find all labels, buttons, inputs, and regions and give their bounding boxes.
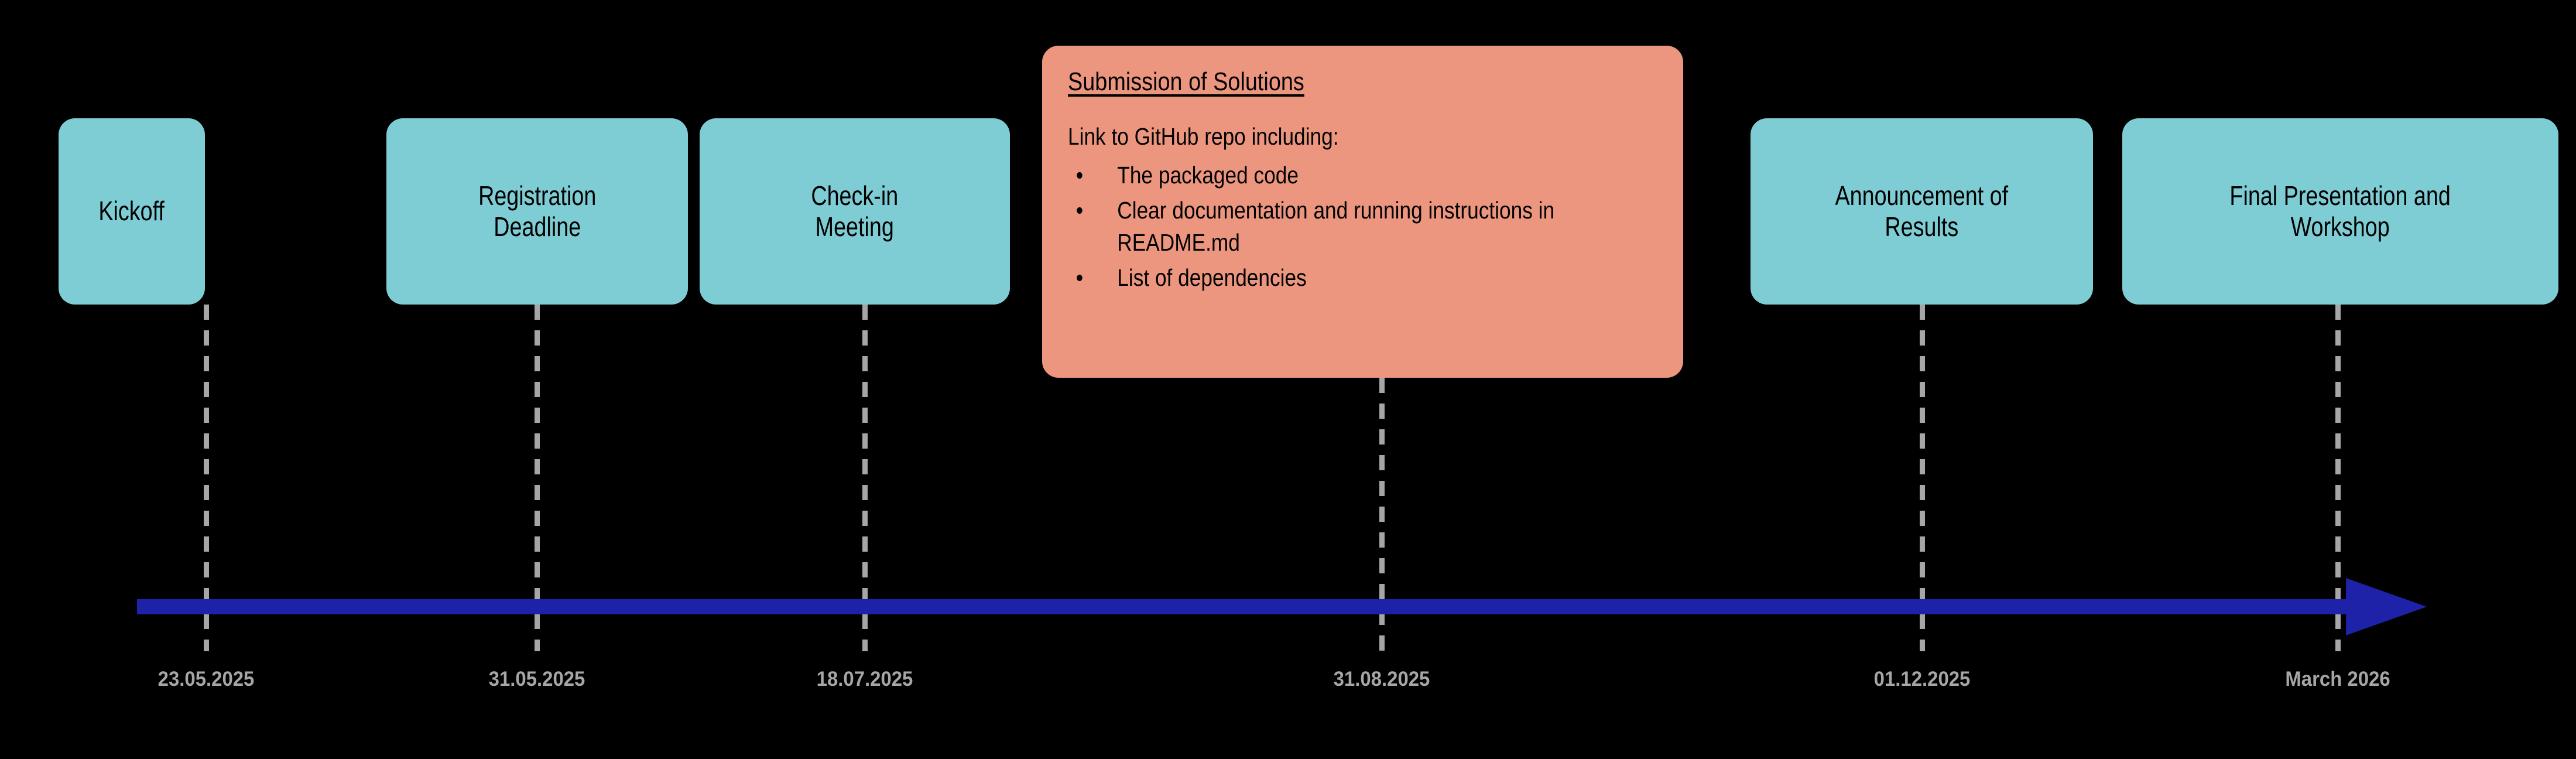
bullet-icon: • <box>1075 196 1084 224</box>
milestone-label: Kickoff <box>98 196 165 227</box>
bullet-icon: • <box>1075 264 1084 292</box>
date-label-registration-deadline: 31.05.2025 <box>488 668 585 690</box>
timeline-axis-bar <box>137 599 2348 614</box>
bullet-icon: • <box>1075 161 1084 189</box>
milestone-card-kickoff[interactable]: Kickoff <box>59 118 205 305</box>
connector-line-kickoff <box>204 305 209 651</box>
timeline-arrow-head-icon <box>2346 578 2427 635</box>
date-label-kickoff: 23.05.2025 <box>157 668 255 690</box>
connector-line-submission-of-solutions <box>1379 378 1385 651</box>
detail-card-bullet-list: • The packaged code • Clear documentatio… <box>1068 159 1657 295</box>
milestone-card-announcement-of-results[interactable]: Announcement of Results <box>1751 118 2093 305</box>
detail-card-intro: Link to GitHub repo including: <box>1068 122 1339 150</box>
list-item: • Clear documentation and running instru… <box>1068 194 1575 260</box>
detail-card-title: Submission of Solutions <box>1068 67 1304 96</box>
connector-line-announcement-of-results <box>1920 305 1925 651</box>
milestone-label: Announcement of Results <box>1835 180 2009 242</box>
milestone-card-check-in-meeting[interactable]: Check-in Meeting <box>700 118 1010 305</box>
date-label-announcement-of-results: 01.12.2025 <box>1873 668 1971 690</box>
connector-line-registration-deadline <box>535 305 540 651</box>
list-item-text: Clear documentation and running instruct… <box>1117 196 1555 257</box>
milestone-card-final-presentation-and-workshop[interactable]: Final Presentation and Workshop <box>2122 118 2558 305</box>
date-label-check-in-meeting: 18.07.2025 <box>816 668 913 690</box>
milestone-label: Final Presentation and Workshop <box>2229 180 2451 242</box>
list-item-text: List of dependencies <box>1117 264 1307 292</box>
date-label-final-presentation-and-workshop: March 2026 <box>2285 668 2390 690</box>
milestone-card-registration-deadline[interactable]: Registration Deadline <box>386 118 688 305</box>
milestone-label: Registration Deadline <box>478 180 597 242</box>
list-item-text: The packaged code <box>1117 161 1299 189</box>
milestone-label: Check-in Meeting <box>811 180 899 242</box>
connector-line-final-presentation-and-workshop <box>2335 305 2341 651</box>
list-item: • List of dependencies <box>1068 262 1575 295</box>
milestone-card-submission-of-solutions[interactable]: Submission of Solutions Link to GitHub r… <box>1042 46 1683 378</box>
list-item: • The packaged code <box>1068 159 1575 192</box>
connector-line-check-in-meeting <box>862 305 868 651</box>
date-label-submission-of-solutions: 31.08.2025 <box>1333 668 1430 690</box>
